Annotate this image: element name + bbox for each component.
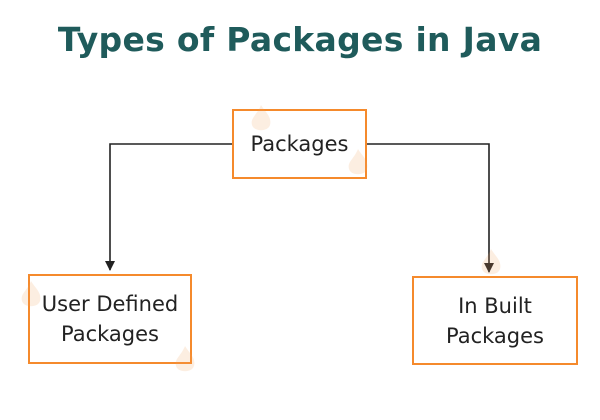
watermark-logo-icon (348, 149, 368, 175)
node-packages: Packages (232, 109, 367, 179)
node-in-built-line-2: Packages (446, 323, 544, 348)
node-packages-label: Packages (250, 132, 349, 156)
node-in-built-line-1: In Built (458, 293, 532, 318)
watermark-logo-icon (21, 281, 41, 307)
connector-root-to-in-built (367, 143, 494, 273)
node-user-defined-line-2: Packages (60, 322, 159, 346)
watermark-logo-icon (481, 249, 501, 275)
node-user-defined-packages: User Defined Packages (28, 274, 192, 364)
watermark-logo-icon (251, 105, 271, 131)
diagram-title: Types of Packages in Java (57, 20, 543, 59)
node-user-defined-line-1: User Defined (41, 292, 179, 316)
connector-root-to-user-defined (105, 143, 232, 271)
watermark-logo-icon (175, 346, 195, 372)
node-in-built-packages: In Built Packages (412, 276, 578, 365)
